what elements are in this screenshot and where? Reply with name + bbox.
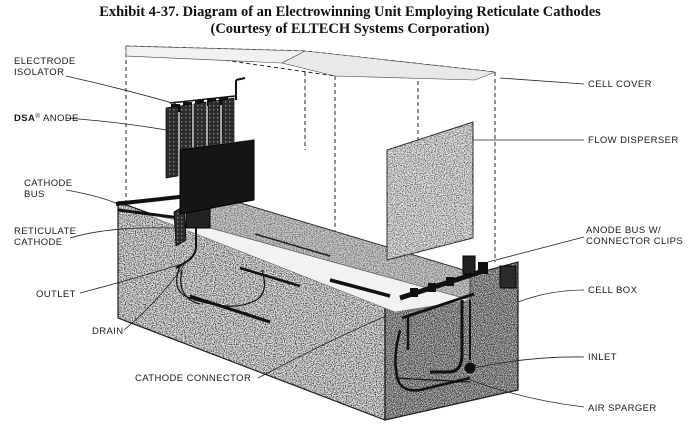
- outlet-hose: [175, 228, 197, 269]
- dsa-prefix: DSA: [14, 113, 35, 124]
- dsa-suffix: ANODE: [40, 113, 78, 124]
- label-outlet: OUTLET: [36, 289, 76, 300]
- exhibit-credit: (Courtesy of ELTECH Systems Corporation): [210, 21, 490, 37]
- cell-cover-panel-top: [125, 45, 496, 81]
- label-dsa-anode: DSA® ANODE: [14, 112, 79, 125]
- dsa-anode-plates: [165, 97, 255, 215]
- label-drain: DRAIN: [92, 326, 124, 337]
- exhibit-title: Exhibit 4-37. Diagram of an Electrowinni…: [99, 4, 601, 20]
- drain-hose: [176, 265, 265, 307]
- label-cathode-connector: CATHODE CONNECTOR: [135, 373, 251, 384]
- label-inlet: INLET: [588, 352, 617, 363]
- svg-text:CONNECTOR CLIPS: CONNECTOR CLIPS: [586, 236, 683, 247]
- label-electrode-isolator: ELECTRODE ISOLATOR: [14, 56, 76, 78]
- label-anode-bus: ANODE BUS W/ CONNECTOR CLIPS: [586, 225, 683, 247]
- cell-box: [117, 193, 519, 421]
- flow-disperser: [386, 121, 474, 261]
- label-flow-disperser: FLOW DISPERSER: [588, 135, 679, 146]
- leader-lines: [65, 75, 585, 408]
- air-sparger: [394, 329, 471, 392]
- svg-text:ANODE BUS W/: ANODE BUS W/: [586, 225, 661, 236]
- inlet-pipe: [430, 300, 476, 374]
- svg-text:CATHODE: CATHODE: [14, 237, 63, 248]
- label-cell-box: CELL BOX: [588, 285, 638, 296]
- svg-text:ISOLATOR: ISOLATOR: [14, 67, 64, 78]
- label-air-sparger: AIR SPARGER: [588, 403, 657, 414]
- label-cathode-bus: CATHODE BUS: [24, 178, 73, 200]
- svg-text:RETICULATE: RETICULATE: [14, 226, 76, 237]
- svg-text:ELECTRODE: ELECTRODE: [14, 56, 76, 67]
- svg-text:DSA® ANODE: DSA® ANODE: [14, 112, 79, 125]
- svg-text:CATHODE: CATHODE: [24, 178, 73, 189]
- anode-bus: [399, 255, 517, 301]
- dsa-registered-mark: ®: [35, 112, 40, 120]
- cathode-connector: [401, 292, 475, 350]
- label-reticulate-cathode: RETICULATE CATHODE: [14, 226, 76, 248]
- label-cell-cover: CELL COVER: [588, 79, 652, 90]
- svg-text:BUS: BUS: [24, 189, 45, 200]
